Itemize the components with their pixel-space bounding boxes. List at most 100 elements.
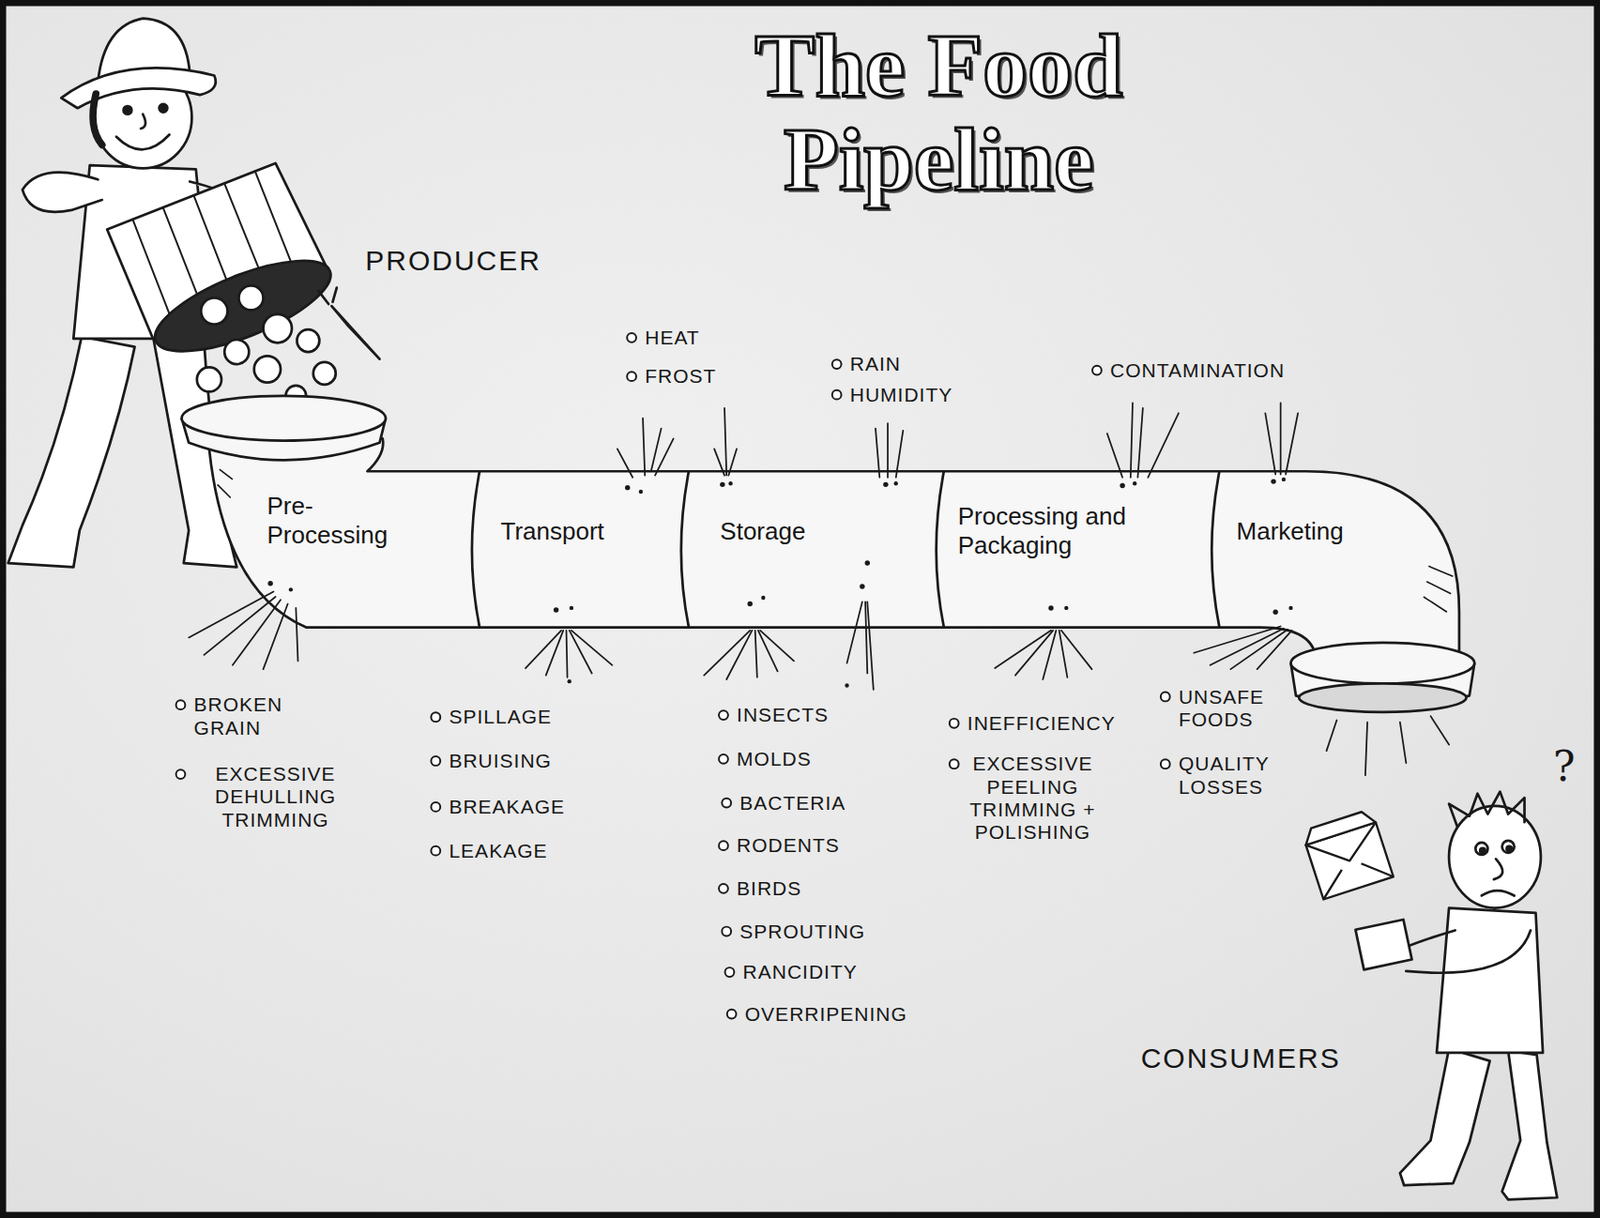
consumer-figure	[1448, 806, 1541, 909]
list-bullet	[832, 359, 842, 369]
hazard-label: EXCESSIVE DEHULLING TRIMMING	[194, 762, 358, 831]
producer-figure	[224, 339, 249, 365]
hazard-label: INEFFICIENCY	[967, 712, 1116, 735]
list-bullet	[430, 802, 441, 812]
pipeline-body	[182, 396, 1476, 713]
pipeline-body	[1291, 642, 1476, 684]
consumer-figure	[1355, 919, 1412, 970]
hazard-label: QUALITY LOSSES	[1178, 752, 1286, 798]
particle-dots	[1270, 478, 1276, 484]
pipeline-stage: Pre-Processing	[263, 489, 417, 552]
food-package	[1301, 808, 1394, 900]
list-bullet	[727, 1009, 737, 1020]
particle-dots	[747, 601, 753, 607]
hazard-streaks	[1264, 402, 1298, 474]
particle-dots	[1288, 606, 1293, 610]
producer-figure	[22, 172, 103, 213]
producer-figure	[116, 134, 170, 150]
consumer-figure	[1481, 890, 1515, 896]
producer-figure	[197, 366, 222, 392]
hazard-streaks	[188, 592, 298, 671]
consumer-figure	[1436, 908, 1543, 1053]
pipeline-stage: Processing and Packaging	[954, 500, 1195, 563]
hazard-streaks	[617, 418, 674, 478]
list-bullet	[626, 333, 637, 343]
consumer-figure	[1507, 846, 1512, 852]
hazard-label: BRUISING	[448, 749, 552, 773]
list-bullet	[718, 754, 729, 764]
producer-figure	[92, 93, 103, 145]
particle-dots	[761, 595, 765, 600]
hazard-label: SPILLAGE	[448, 705, 552, 729]
consumer-figure	[1448, 792, 1524, 827]
hazard-label: BIRDS	[736, 877, 802, 900]
list-bullet	[1160, 692, 1171, 702]
particle-dots	[267, 477, 1293, 688]
particle-dots	[728, 481, 732, 486]
particle-dots	[639, 489, 643, 494]
hazard-label: UNSAFE FOODS	[1178, 685, 1281, 732]
hazard-label: RAIN	[850, 352, 901, 376]
hazard-label: BREAKAGE	[448, 795, 565, 819]
pipeline-body	[472, 471, 1220, 627]
consumer-figure	[1479, 848, 1485, 854]
list-bullet	[176, 769, 186, 779]
pipeline-body	[217, 469, 1454, 612]
actor-label: CONSUMERS	[1141, 1042, 1341, 1076]
consumer-figure	[1405, 929, 1531, 973]
hazard-streaks	[188, 402, 1449, 776]
stage-name: Pre-Processing	[267, 491, 413, 550]
producer-figure	[200, 297, 228, 324]
particle-dots	[883, 482, 888, 488]
question-mark: ?	[1553, 743, 1577, 792]
hazard-label: EXCESSIVE PEELING TRIMMING + POLISHING	[967, 752, 1098, 844]
hazard-streaks	[1326, 716, 1449, 776]
consumer-figure	[1502, 840, 1515, 854]
pipeline-stage: Storage	[716, 515, 809, 549]
list-bullet	[718, 883, 729, 894]
consumer-figure	[1493, 858, 1503, 880]
food-package	[1301, 808, 1376, 846]
consumer-figure	[1475, 842, 1488, 855]
stage-name: Transport	[501, 517, 605, 547]
hazard-label: FROST	[644, 365, 717, 388]
hazard-label: MOLDS	[736, 747, 812, 771]
list-bullet	[725, 967, 735, 977]
particle-dots	[1272, 609, 1278, 615]
list-bullet	[949, 759, 960, 769]
list-bullet	[721, 927, 732, 937]
consumer-figure	[1355, 792, 1557, 1201]
hazard-streaks	[1193, 625, 1292, 670]
particle-dots	[267, 580, 273, 586]
hazard-streaks	[875, 423, 903, 478]
hazard-label: RANCIDITY	[743, 960, 858, 984]
particle-dots	[1064, 606, 1068, 610]
hazard-label: BACTERIA	[739, 792, 846, 815]
particle-dots	[844, 683, 849, 687]
particle-dots	[567, 679, 572, 684]
producer-figure	[144, 242, 342, 369]
particle-dots	[569, 606, 574, 610]
stage-name: Storage	[719, 517, 806, 547]
list-bullet	[832, 390, 842, 400]
particle-dots	[859, 583, 865, 589]
hazard-label: CONTAMINATION	[1110, 359, 1285, 382]
producer-figure	[238, 285, 263, 310]
consumer-figure	[1400, 1049, 1491, 1187]
particle-dots	[719, 482, 725, 488]
hazard-streaks	[525, 630, 612, 678]
particle-dots	[1281, 477, 1286, 482]
list-bullet	[430, 846, 441, 856]
producer-figure	[313, 362, 336, 385]
particle-dots	[624, 485, 630, 490]
producer-figure	[254, 355, 281, 382]
list-bullet	[718, 840, 729, 851]
hazard-label: OVERRIPENING	[745, 1003, 908, 1026]
pipeline-body	[182, 396, 386, 442]
hazard-label: BROKEN GRAIN	[194, 693, 307, 739]
producer-figure	[159, 104, 168, 113]
hazard-streaks	[714, 408, 737, 476]
producer-figure	[331, 305, 380, 360]
